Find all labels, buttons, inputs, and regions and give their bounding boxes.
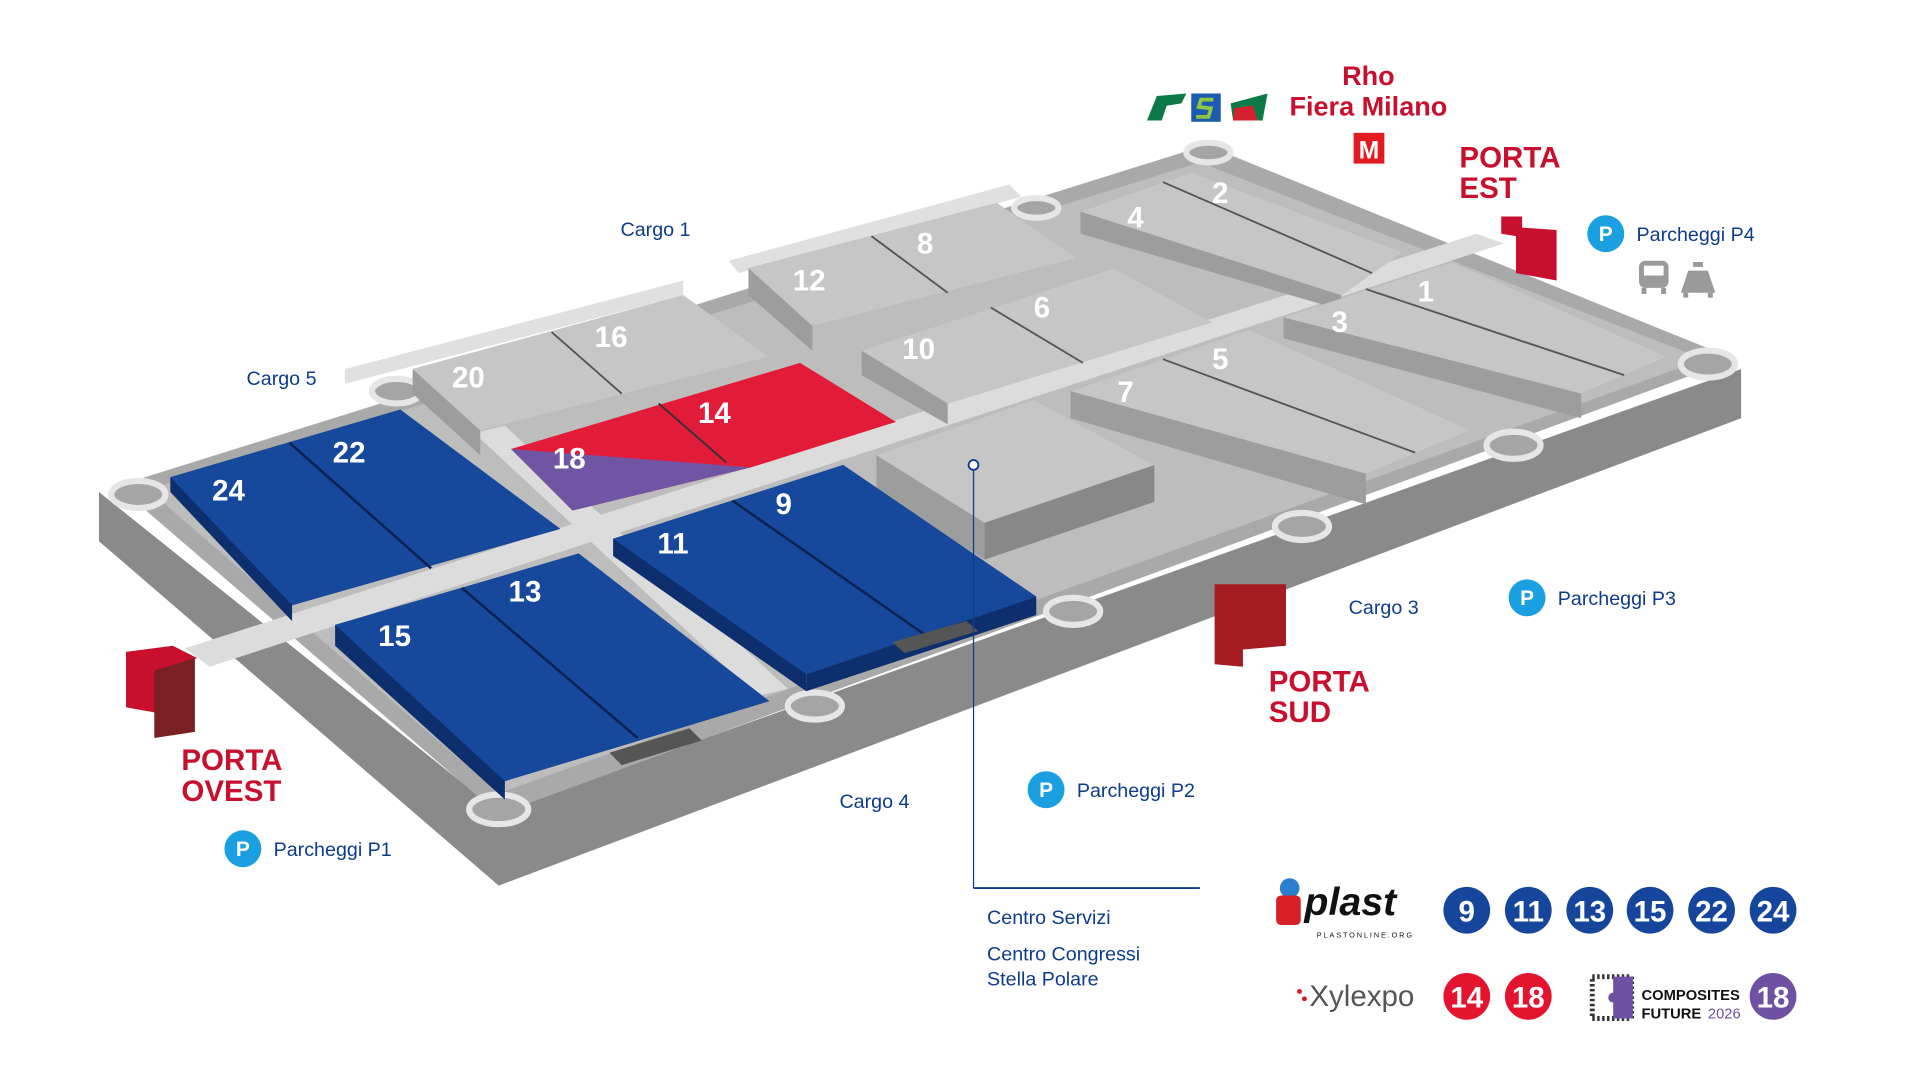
porta-ovest-label-2[interactable]: OVEST <box>181 775 281 808</box>
svg-text:Parcheggi P1: Parcheggi P1 <box>274 839 392 861</box>
location-marker <box>967 459 980 471</box>
plast-hall-badges: 9 11 13 15 22 24 <box>1443 886 1797 934</box>
hall-5[interactable]: 5 <box>1212 343 1228 376</box>
hall-10[interactable]: 10 <box>902 333 935 366</box>
badge-hall[interactable]: 18 <box>1512 981 1545 1014</box>
hall-12[interactable]: 12 <box>793 264 826 297</box>
porta-est-label-2[interactable]: EST <box>1459 172 1516 205</box>
hall-13[interactable]: 13 <box>509 576 542 609</box>
parking-p3[interactable]: P Parcheggi P3 <box>1508 579 1676 617</box>
stella-polare-label: Stella Polare <box>987 968 1099 990</box>
parking-icon <box>1508 579 1546 617</box>
xylexpo-hall-badges: 14 18 <box>1443 972 1552 1020</box>
gray-halls <box>344 172 1668 560</box>
plast-logo: plast PLASTONLINE.ORG <box>1276 878 1414 939</box>
hall-6[interactable]: 6 <box>1034 291 1050 324</box>
hall-20[interactable]: 20 <box>452 361 485 394</box>
svg-text:COMPOSITES: COMPOSITES <box>1641 988 1740 1004</box>
porta-sud-label[interactable]: PORTA <box>1269 665 1370 698</box>
parking-p2[interactable]: P Parcheggi P2 <box>1027 771 1195 809</box>
station-name-line2: Fiera Milano <box>1289 92 1447 122</box>
hall-14[interactable]: 14 <box>698 397 731 430</box>
suburban-s-icon <box>1191 93 1221 122</box>
svg-text:Xylexpo: Xylexpo <box>1309 980 1414 1013</box>
composites-future-logo: COMPOSITES FUTURE 2026 <box>1589 974 1741 1022</box>
italo-icon <box>1230 93 1268 121</box>
bus-icon <box>1638 260 1669 294</box>
svg-text:Parcheggi P2: Parcheggi P2 <box>1077 780 1195 802</box>
badge-hall[interactable]: 13 <box>1573 895 1606 928</box>
svg-text:2026: 2026 <box>1708 1006 1741 1022</box>
cargo-5-label: Cargo 5 <box>247 368 317 390</box>
parking-icon <box>224 830 262 868</box>
hall-2[interactable]: 2 <box>1212 177 1228 210</box>
porta-ovest-label[interactable]: PORTA <box>181 744 282 777</box>
hall-8[interactable]: 8 <box>917 227 933 260</box>
hall-4[interactable]: 4 <box>1127 202 1144 235</box>
cargo-3-label: Cargo 3 <box>1349 597 1419 619</box>
badge-hall[interactable]: 22 <box>1695 895 1728 928</box>
svg-text:FUTURE: FUTURE <box>1641 1006 1701 1022</box>
hall-16[interactable]: 16 <box>595 321 628 354</box>
parking-p4[interactable]: P Parcheggi P4 <box>1587 215 1755 253</box>
cargo-1-label: Cargo 1 <box>621 219 691 241</box>
hall-9[interactable]: 9 <box>775 488 791 521</box>
hall-3[interactable]: 3 <box>1331 306 1347 339</box>
parking-p1[interactable]: P Parcheggi P1 <box>224 830 392 868</box>
svg-text:P: P <box>1039 779 1053 802</box>
hall-numbers: 1 2 3 4 5 6 7 8 9 10 11 12 13 14 15 16 1… <box>212 177 1434 653</box>
badge-hall[interactable]: 15 <box>1634 895 1667 928</box>
hall-7[interactable]: 7 <box>1117 376 1133 409</box>
metro-icon-letter: M <box>1359 138 1380 165</box>
hall-24[interactable]: 24 <box>212 475 245 508</box>
svg-text:Parcheggi P4: Parcheggi P4 <box>1637 224 1755 246</box>
xylexpo-logo: Xylexpo <box>1297 980 1414 1013</box>
services-callout[interactable]: Centro Servizi Centro Congressi Stella P… <box>967 459 1200 990</box>
gate-blocks <box>126 216 1557 739</box>
hall-22[interactable]: 22 <box>333 437 366 470</box>
svg-text:Parcheggi P3: Parcheggi P3 <box>1558 588 1676 610</box>
centro-servizi-label: Centro Servizi <box>987 907 1111 929</box>
hall-14-18 <box>511 362 897 511</box>
composites-hall-badges: 18 <box>1749 972 1797 1020</box>
trenitalia-fs-icon <box>1146 93 1187 121</box>
hall-11[interactable]: 11 <box>657 528 688 561</box>
badge-hall[interactable]: 11 <box>1513 895 1544 928</box>
svg-text:P: P <box>1599 223 1613 246</box>
parking-icon <box>1027 771 1065 809</box>
badge-hall[interactable]: 9 <box>1459 895 1475 928</box>
svg-text:P: P <box>1520 587 1534 610</box>
corner-nodes <box>108 139 1739 828</box>
hall-15[interactable]: 15 <box>378 620 411 653</box>
svg-text:P: P <box>236 838 250 861</box>
svg-text:plast: plast <box>1303 880 1398 924</box>
centro-congressi-label: Centro Congressi <box>987 944 1140 966</box>
station-name-line1: Rho <box>1342 61 1395 91</box>
porta-sud-label-2[interactable]: SUD <box>1269 696 1331 729</box>
svg-text:PLASTONLINE.ORG: PLASTONLINE.ORG <box>1317 930 1414 939</box>
legend: plast PLASTONLINE.ORG 9 11 13 15 22 24 X… <box>1276 878 1797 1022</box>
metro-icon <box>1353 132 1385 164</box>
badge-hall[interactable]: 24 <box>1757 895 1790 928</box>
taxi-icon <box>1680 262 1716 298</box>
badge-hall[interactable]: 14 <box>1450 981 1483 1014</box>
cargo-4-label: Cargo 4 <box>839 791 909 813</box>
badge-hall[interactable]: 18 <box>1757 981 1790 1014</box>
station-rho-fiera[interactable]: Rho Fiera Milano M <box>1146 61 1447 165</box>
parking-icon <box>1587 215 1625 253</box>
hall-1[interactable]: 1 <box>1418 275 1434 308</box>
porta-est-label[interactable]: PORTA <box>1459 141 1560 174</box>
hall-18[interactable]: 18 <box>553 443 586 476</box>
blue-halls <box>170 409 1037 800</box>
